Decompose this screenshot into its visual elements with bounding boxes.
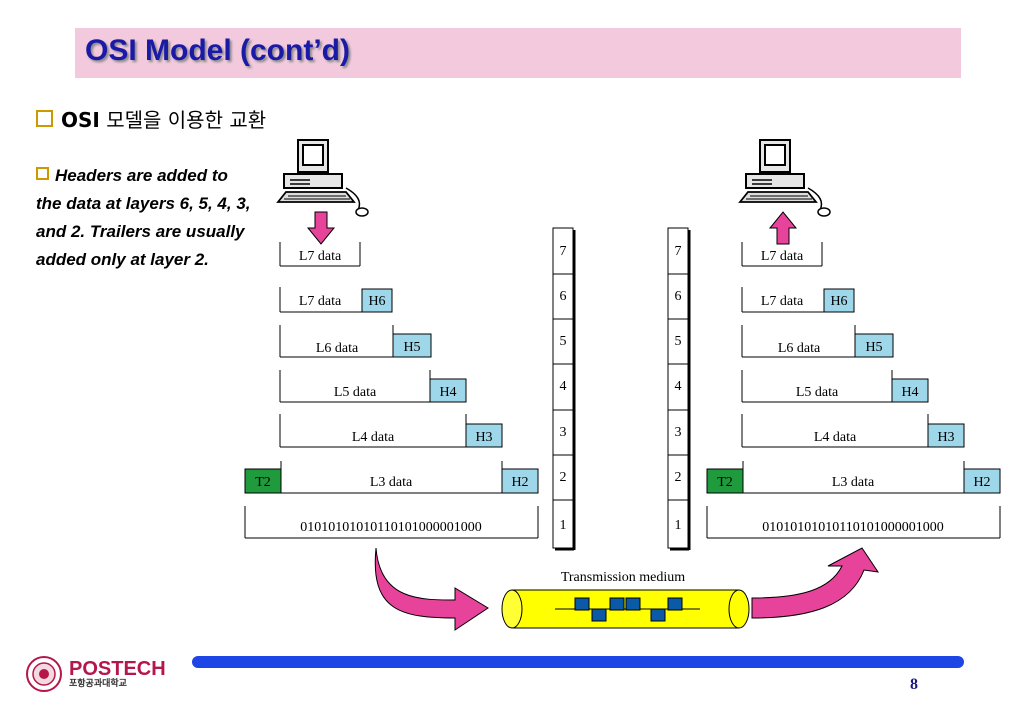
- l7-data-label: L7 data: [299, 294, 342, 309]
- footer-divider: [192, 656, 964, 668]
- l6-data-label: L6 data: [778, 341, 821, 356]
- h2-header: H2: [973, 475, 990, 490]
- note-text: Headers are added to the data at layers …: [36, 166, 251, 269]
- l3-data-label: L3 data: [370, 475, 413, 490]
- l5-data-label: L5 data: [796, 385, 839, 400]
- layer-number: 2: [560, 470, 567, 485]
- l4-data-label: L4 data: [352, 430, 395, 445]
- transmission-medium: [501, 589, 750, 629]
- slide-title: OSI Model (cont’d): [85, 34, 350, 67]
- curved-arrow-down-icon: [374, 547, 489, 631]
- l4-data-label: L4 data: [814, 430, 857, 445]
- layer-column-left: 7 6 5 4 3 2 1: [552, 227, 576, 551]
- h3-header: H3: [937, 430, 954, 445]
- layer-number: 1: [560, 518, 567, 533]
- layer-number: 7: [560, 244, 567, 259]
- l3-data-label: L3 data: [832, 475, 875, 490]
- h5-header: H5: [865, 340, 882, 355]
- square-bullet-icon: [36, 110, 53, 127]
- t2-trailer: T2: [255, 475, 271, 490]
- logo-subtitle: 포항공과대학교: [69, 678, 127, 689]
- layer-number: 5: [560, 334, 567, 349]
- h6-header: H6: [830, 294, 847, 309]
- layer-number: 6: [560, 289, 567, 304]
- layer-number: 7: [675, 244, 682, 259]
- bullet-heading: OSI 모델을 이용한 교환: [36, 104, 266, 133]
- down-arrow-icon: [306, 211, 336, 245]
- layer-number: 6: [675, 289, 682, 304]
- layer-number: 3: [675, 425, 682, 440]
- university-seal-icon: [26, 656, 62, 692]
- bitstream-label: 01010101010110101000001000: [300, 520, 481, 535]
- h4-header: H4: [901, 385, 918, 400]
- h2-header: H2: [511, 475, 528, 490]
- logo-name: POSTECH: [69, 657, 166, 680]
- layer-number: 3: [560, 425, 567, 440]
- postech-logo: POSTECH 포항공과대학교: [25, 655, 166, 693]
- layer-column-right: 7 6 5 4 3 2 1: [667, 227, 691, 551]
- osi-diagram: L7 data L7 data H6 L6 data H5 L5 data H4…: [244, 139, 1001, 631]
- l7-data-label: L7 data: [299, 249, 342, 264]
- layer-number: 2: [675, 470, 682, 485]
- sender-stack: L7 data L7 data H6 L6 data H5 L5 data H4…: [244, 242, 539, 539]
- layer-number: 4: [560, 379, 567, 394]
- layer-number: 4: [675, 379, 682, 394]
- bullet-bold: OSI: [61, 108, 100, 132]
- h5-header: H5: [403, 340, 420, 355]
- page-number: 8: [910, 676, 918, 693]
- bullet-text: 모델을 이용한 교환: [99, 108, 267, 132]
- layer-number: 1: [675, 518, 682, 533]
- title-bar: OSI Model (cont’d): [75, 28, 961, 78]
- bitstream-label: 01010101010110101000001000: [762, 520, 943, 535]
- layer-number: 5: [675, 334, 682, 349]
- up-arrow-icon: [768, 211, 798, 245]
- square-bullet-icon: [36, 167, 49, 180]
- l5-data-label: L5 data: [334, 385, 377, 400]
- h3-header: H3: [475, 430, 492, 445]
- side-note: Headers are added to the data at layers …: [36, 162, 258, 274]
- h4-header: H4: [439, 385, 456, 400]
- t2-trailer: T2: [717, 475, 733, 490]
- sender-computer-icon: [277, 139, 369, 217]
- curved-arrow-up-icon: [751, 547, 880, 619]
- l7-data-label: L7 data: [761, 294, 804, 309]
- medium-label: Transmission medium: [561, 570, 685, 585]
- h6-header: H6: [368, 294, 385, 309]
- receiver-stack: L7 data L7 data H6 L6 data H5 L5 data H4…: [706, 242, 1001, 539]
- l7-data-label: L7 data: [761, 249, 804, 264]
- receiver-computer-icon: [739, 139, 831, 217]
- l6-data-label: L6 data: [316, 341, 359, 356]
